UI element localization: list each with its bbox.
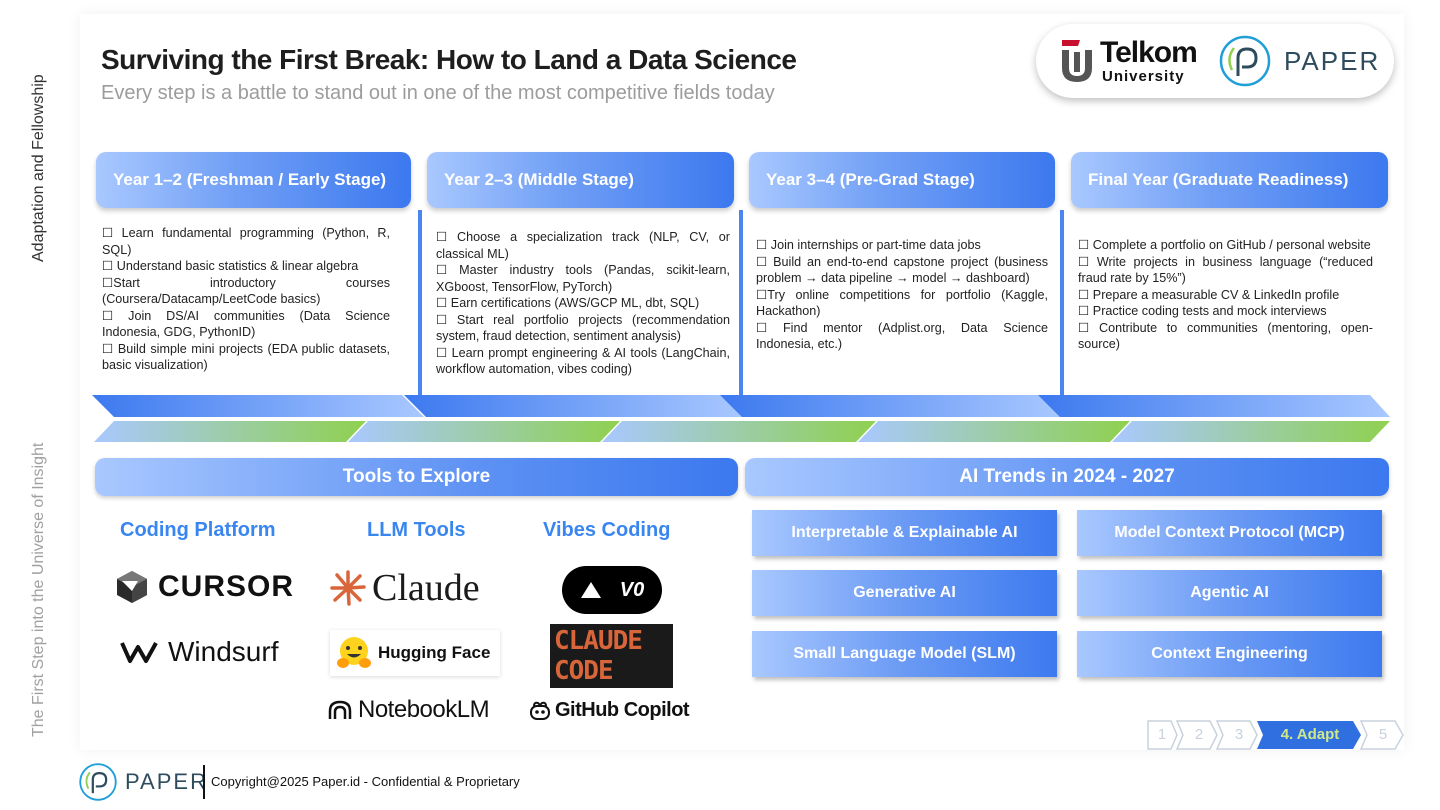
timeline-chevron-blue [720,395,1062,417]
checklist-item: ☐ Earn certifications (AWS/GCP ML, dbt, … [436,296,700,310]
timeline-chevron-blue [92,395,424,417]
stage-header-3: Year 3–4 (Pre-Grad Stage) [749,152,1055,208]
category-vibes-coding: Vibes Coding [543,519,671,541]
claude-code-logo: CLAUDE CODE [550,624,673,688]
step-2[interactable]: 2 [1194,726,1204,743]
windsurf-logo: Windsurf [120,636,278,668]
timeline-chevron-blue [404,395,744,417]
timeline-chevron-green [858,421,1130,442]
windsurf-icon [120,642,158,663]
cursor-wordmark: CURSOR [158,570,295,603]
checklist-item: ☐Try online competitions for portfolio (… [756,287,1048,319]
checklist-item: ☐ Practice coding tests and mock intervi… [1078,304,1327,318]
step-chevrons [1147,720,1404,750]
checklist-item: ☐ Write projects in business language (“… [1078,254,1373,286]
v0-triangle-icon [580,582,601,598]
stage-header-1: Year 1–2 (Freshman / Early Stage) [96,152,411,208]
stage-divider [739,210,743,395]
checklist-item: ☐ Build an end-to-end capstone project (… [756,254,1048,286]
trend-slm: Small Language Model (SLM) [752,631,1057,677]
checklist-item: ☐ Complete a portfolio on GitHub / perso… [1078,238,1371,252]
telkom-logo-icon [1062,40,1092,82]
github-copilot-logo: GitHub Copilot [529,699,690,722]
checklist-item: ☐ Choose a specialization track (NLP, CV… [436,230,730,261]
timeline-chevron-green [602,421,876,442]
github-copilot-wordmark: GitHub Copilot [555,699,690,721]
v0-wordmark: V0 [619,578,645,601]
paper-logo-icon [1219,35,1271,87]
timeline-chevron-green [94,421,366,442]
checklist-item: ☐ Learn prompt engineering & AI tools (L… [436,345,730,377]
claude-code-line-1: CLAUDE [554,626,643,656]
trend-interpretable-ai: Interpretable & Explainable AI [752,510,1057,556]
checklist-item: ☐Start introductory courses (Coursera/Da… [102,275,390,307]
stage-header-4: Final Year (Graduate Readiness) [1071,152,1388,208]
side-label-bottom: The First Step into the Universe of Insi… [30,442,47,737]
paper-wordmark: PAPER [1284,46,1381,76]
timeline-chevron-green [1112,421,1390,442]
step-4-active[interactable]: 4. Adapt [1280,726,1340,743]
stage-divider [418,210,422,395]
partner-logos: Telkom University PAPER [1036,24,1394,98]
checklist-item: ☐ Join internships or part-time data job… [756,238,981,252]
trend-mcp: Model Context Protocol (MCP) [1077,510,1382,556]
stage-checklist-2: ☐ Choose a specialization track (NLP, CV… [436,229,730,378]
checklist-item: ☐ Join DS/AI communities (Data Science I… [102,308,390,340]
notebooklm-logo: NotebookLM [328,696,490,724]
footer-paper-logo-icon [79,763,117,801]
checklist-item: ☐ Understand basic statistics & linear a… [102,259,359,273]
step-1[interactable]: 1 [1157,726,1167,743]
huggingface-wordmark: Hugging Face [378,643,491,662]
stage-header-2: Year 2–3 (Middle Stage) [427,152,734,208]
checklist-item: ☐ Contribute to communities (mentoring, … [1078,320,1373,352]
claude-wordmark: Claude [372,567,480,609]
huggingface-logo: Hugging Face [330,630,500,676]
claude-logo: Claude [330,566,480,610]
telkom-subtitle: University [1102,68,1185,85]
checklist-item: ☐ Prepare a measurable CV & LinkedIn pro… [1078,287,1340,302]
timeline-arrows [92,395,1390,442]
checklist-item: ☐ Master industry tools (Pandas, scikit-… [436,263,730,294]
copilot-icon [530,701,550,720]
claude-code-line-2: CODE [554,656,614,686]
cursor-icon [117,571,147,603]
trends-header: AI Trends in 2024 - 2027 [745,458,1389,496]
trend-generative-ai: Generative AI [752,570,1057,616]
trend-context-engineering: Context Engineering [1077,631,1382,677]
claude-sunburst-icon [330,570,366,606]
tools-header: Tools to Explore [95,458,738,496]
notebooklm-wordmark: NotebookLM [358,696,490,723]
trend-agentic-ai: Agentic AI [1077,570,1382,616]
step-5[interactable]: 5 [1378,726,1388,743]
timeline-chevron-blue [1038,395,1390,417]
timeline-chevron-green [348,421,620,442]
footer-paper-wordmark: PAPER [125,769,208,794]
slide-subtitle: Every step is a battle to stand out in o… [101,82,775,104]
stage-divider [1060,210,1064,395]
category-llm-tools: LLM Tools [367,519,466,541]
footer-divider [203,765,205,799]
checklist-item: ☐ Find mentor (Adplist.org, Data Science… [756,320,1048,352]
stage-checklist-3: ☐ Join internships or part-time data job… [756,237,1048,353]
stage-checklist-1: ☐ Learn fundamental programming (Python,… [102,225,390,374]
step-3[interactable]: 3 [1234,726,1244,743]
checklist-item: ☐ Learn fundamental programming (Python,… [102,226,390,257]
stage-checklist-4: ☐ Complete a portfolio on GitHub / perso… [1078,237,1373,353]
cursor-logo: CURSOR [116,570,294,604]
category-coding-platform: Coding Platform [120,519,276,541]
checklist-item: ☐ Build simple mini projects (EDA public… [102,341,390,373]
footer-copyright: Copyright@2025 Paper.id - Confidential &… [211,774,520,789]
v0-logo: V0 [562,566,662,614]
checklist-item: ☐ Start real portfolio projects (recomme… [436,312,730,344]
windsurf-wordmark: Windsurf [168,636,279,667]
telkom-wordmark: Telkom [1100,36,1198,69]
hugging-face-icon [337,637,371,668]
notebooklm-icon [328,700,352,719]
slide-title: Surviving the First Break: How to Land a… [101,44,797,75]
